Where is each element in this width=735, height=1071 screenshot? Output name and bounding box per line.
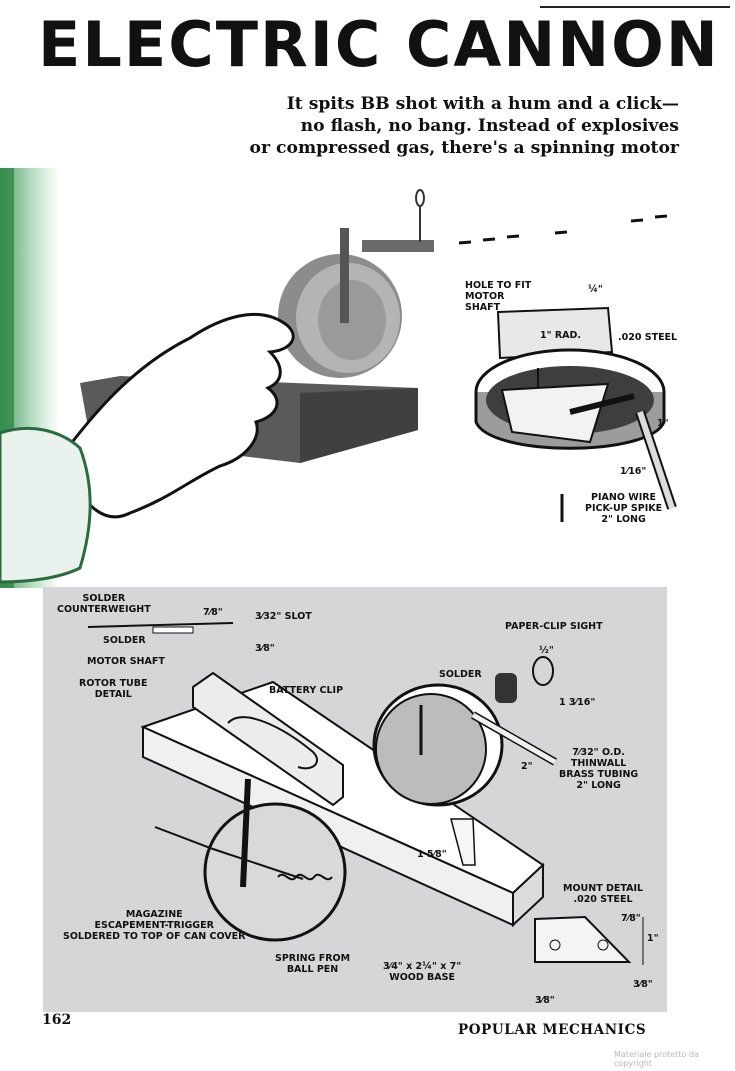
- dim-seven-eighths: 7⁄8": [203, 607, 223, 618]
- tubing-label: 7⁄32" O.D. THINWALL BRASS TUBING 2" LONG: [559, 747, 639, 791]
- construction-diagram: SOLDER COUNTERWEIGHT 7⁄8" 3⁄32" SLOT SOL…: [43, 587, 667, 1012]
- magazine-label: MAGAZINE ESCAPEMENT-TRIGGER SOLDERED TO …: [63, 909, 246, 942]
- deck-line-3: or compressed gas, there's a spinning mo…: [249, 138, 679, 158]
- rotor-inset: HOLE TO FIT MOTOR SHAFT ¼" 1" RAD. .020 …: [440, 272, 710, 552]
- copyright-watermark: Materiale protetto da copyright: [614, 1050, 699, 1068]
- inset-spike-label: PIANO WIRE PICK-UP SPIKE 2" LONG: [585, 492, 663, 525]
- inset-quarter-inch: ¼": [588, 284, 603, 295]
- sight-label: PAPER-CLIP SIGHT: [505, 621, 603, 632]
- wood-base-label: 3⁄4" x 2¼" x 7" WOOD BASE: [383, 961, 462, 983]
- inset-steel: .020 STEEL: [618, 332, 678, 343]
- page-number: 162: [42, 1012, 72, 1028]
- inset-hole-label: HOLE TO FIT MOTOR SHAFT: [465, 280, 532, 313]
- deck-line-1: It spits BB shot with a hum and a click—: [286, 94, 679, 114]
- shot-trail: [458, 214, 668, 245]
- spring-label: SPRING FROM BALL PEN: [275, 953, 351, 975]
- diagram-drawing: [87, 622, 644, 965]
- magazine-name: POPULAR MECHANICS: [458, 1022, 647, 1038]
- mount-detail-label: MOUNT DETAIL .020 STEEL: [563, 883, 644, 905]
- deck-line-2: no flash, no bang. Instead of explosives: [300, 116, 679, 136]
- solder-left-label: SOLDER: [103, 635, 146, 646]
- mount-dim-three-eighths-side: 3⁄8": [633, 979, 653, 990]
- motor-shaft-label: MOTOR SHAFT: [87, 656, 165, 667]
- dim-three-eighths: 3⁄8": [255, 643, 275, 654]
- article-deck: It spits BB shot with a hum and a click—…: [219, 93, 679, 159]
- battery-clip-label: BATTERY CLIP: [269, 685, 344, 696]
- cannon-photo: [0, 168, 434, 588]
- dim-width: 1 5⁄8": [417, 849, 447, 860]
- rotor-detail-label: ROTOR TUBE DETAIL: [79, 678, 148, 700]
- inset-one-inch: 1": [657, 418, 669, 429]
- inset-radius: 1" RAD.: [540, 330, 582, 341]
- inset-sixteenth: 1⁄16": [620, 466, 647, 477]
- dim-two-inch: 2": [521, 761, 533, 772]
- article-title: ELECTRIC CANNON: [38, 8, 720, 81]
- dim-half-inch: ½": [539, 645, 554, 656]
- mount-dim-one-inch: 1": [647, 933, 659, 944]
- solder-right-label: SOLDER: [439, 669, 482, 680]
- dim-height: 1 3⁄16": [559, 697, 596, 708]
- mount-dim-three-eighths-bottom: 3⁄8": [535, 995, 555, 1006]
- slot-label: 3⁄32" SLOT: [255, 611, 312, 622]
- top-rule: [540, 6, 730, 8]
- mount-dim-seven-eighths: 7⁄8": [621, 913, 641, 924]
- rotor-inset-drawing: [474, 306, 677, 522]
- counterweight-label: SOLDER COUNTERWEIGHT: [57, 593, 151, 615]
